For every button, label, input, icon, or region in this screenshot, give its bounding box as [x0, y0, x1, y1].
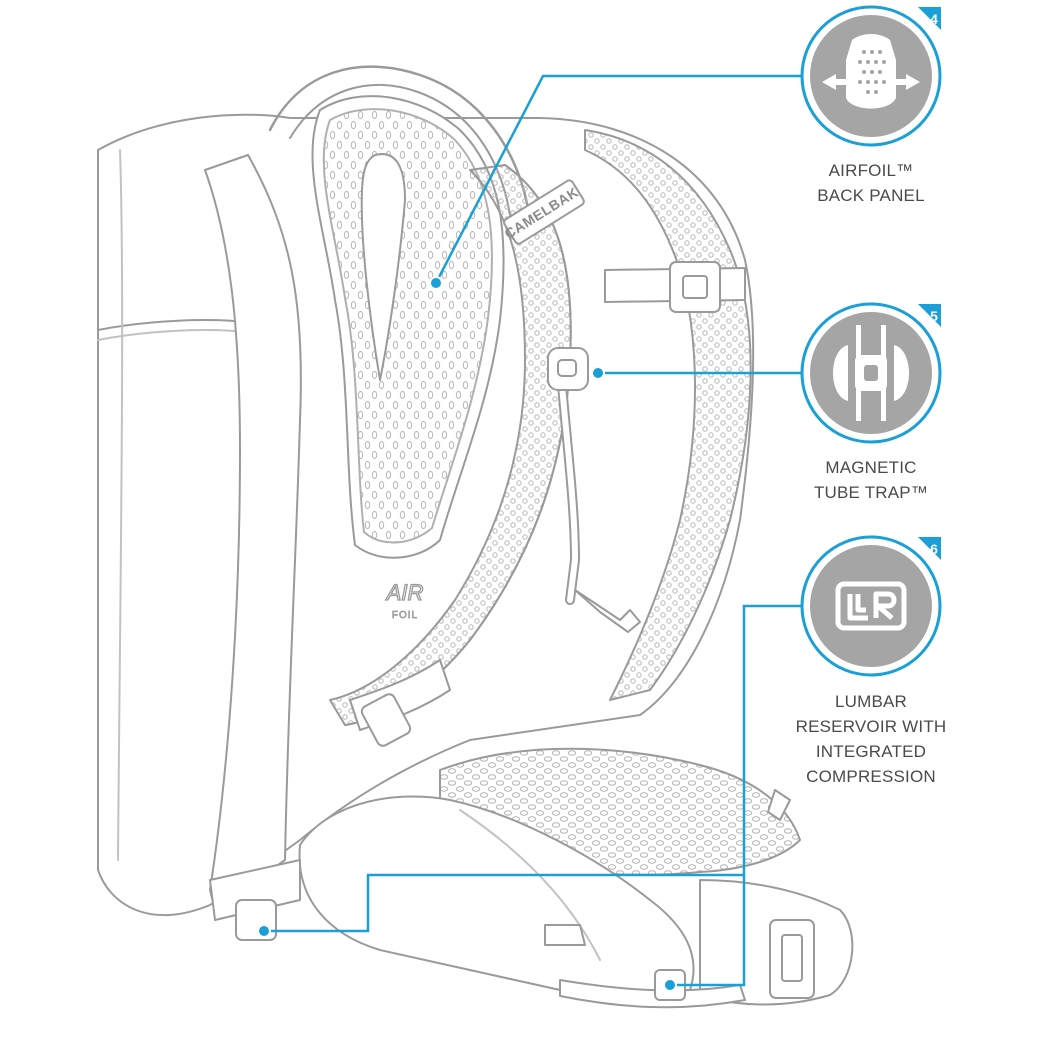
airfoil-back-panel-icon — [822, 34, 920, 109]
bite-valve — [574, 589, 641, 633]
feature-number-5: 5 — [930, 308, 938, 324]
feature-number-4: 4 — [930, 11, 938, 27]
magnetic-tube-trap-icon — [833, 325, 909, 421]
feature-label-4: AIRFOIL™ BACK PANEL — [751, 158, 991, 208]
backpack-illustration — [97, 65, 854, 1009]
callout-dot-6b — [257, 924, 271, 938]
label-5-line-2: TUBE TRAP™ — [813, 483, 929, 502]
feature-badge-5: 5 — [800, 302, 942, 444]
label-6-line-3: INTEGRATED — [815, 742, 927, 761]
airfoil-logo-main: AIR — [385, 580, 424, 605]
hip-buckle — [769, 919, 815, 999]
feature-label-6: LUMBAR RESERVOIR WITH INTEGRATED COMPRES… — [751, 689, 991, 789]
callout-dot-4 — [429, 276, 443, 290]
camelbak-badge — [503, 179, 585, 245]
callout-line-6b — [264, 873, 744, 933]
back-panel-cutout — [360, 153, 406, 381]
feature-number-6: 6 — [930, 541, 938, 557]
feature-label-5: MAGNETIC TUBE TRAP™ — [751, 455, 991, 505]
lumbar-reservoir-icon — [835, 581, 907, 631]
label-6-line-1: LUMBAR — [834, 692, 908, 711]
callout-dot-5 — [591, 366, 605, 380]
feature-badge-4: 4 — [800, 5, 942, 147]
label-4-line-2: BACK PANEL — [817, 186, 925, 205]
sternum-buckle — [669, 261, 721, 313]
lower-strap — [209, 859, 301, 921]
pack-body-seam — [97, 319, 246, 331]
load-lifter-buckle — [360, 693, 412, 747]
zipper-pull-1 — [767, 789, 791, 821]
lumbar-zip — [459, 809, 601, 961]
callout-dots — [257, 276, 677, 992]
label-6-line-2: RESERVOIR WITH — [795, 717, 947, 736]
label-5-line-1: MAGNETIC — [825, 458, 917, 477]
tube-clip — [547, 347, 589, 391]
pack-body-seam-2 — [97, 329, 246, 341]
label-6-line-4: COMPRESSION — [806, 767, 936, 786]
callout-lines — [264, 74, 805, 987]
label-4-line-1: AIRFOIL™ — [828, 161, 914, 180]
zipper-pull-2 — [544, 924, 586, 946]
callout-line-4 — [434, 74, 805, 284]
pack-body-edge — [117, 149, 124, 861]
feature-badge-6: 6 — [800, 535, 942, 677]
left-strap — [204, 154, 302, 911]
airfoil-logo-sub: FOIL — [392, 610, 418, 621]
top-arch — [268, 65, 532, 222]
callout-dot-6a — [663, 978, 677, 992]
compression-strap — [559, 979, 746, 1009]
lumbar-pack — [298, 795, 695, 1006]
callout-line-6a — [670, 604, 805, 987]
